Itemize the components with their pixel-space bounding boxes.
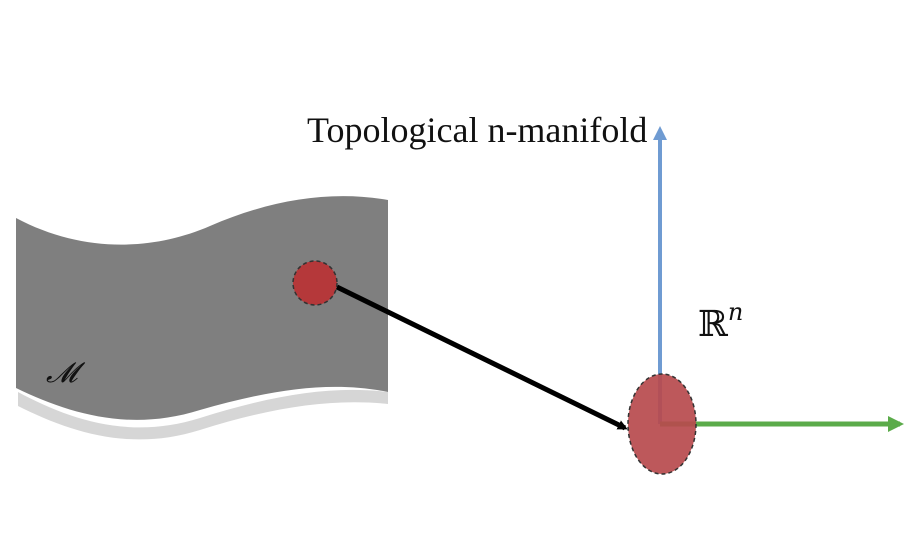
diagram-title: Topological n-manifold <box>307 110 647 150</box>
image-point <box>627 373 697 475</box>
manifold-surface <box>16 196 388 420</box>
space-label-base: ℝ <box>698 304 729 345</box>
space-label-exponent: n <box>728 298 743 326</box>
manifold-point <box>292 260 338 306</box>
euclidean-space-label: ℝn <box>698 298 743 345</box>
manifold-shadow <box>18 389 388 440</box>
chart-map-arrow <box>335 284 628 431</box>
